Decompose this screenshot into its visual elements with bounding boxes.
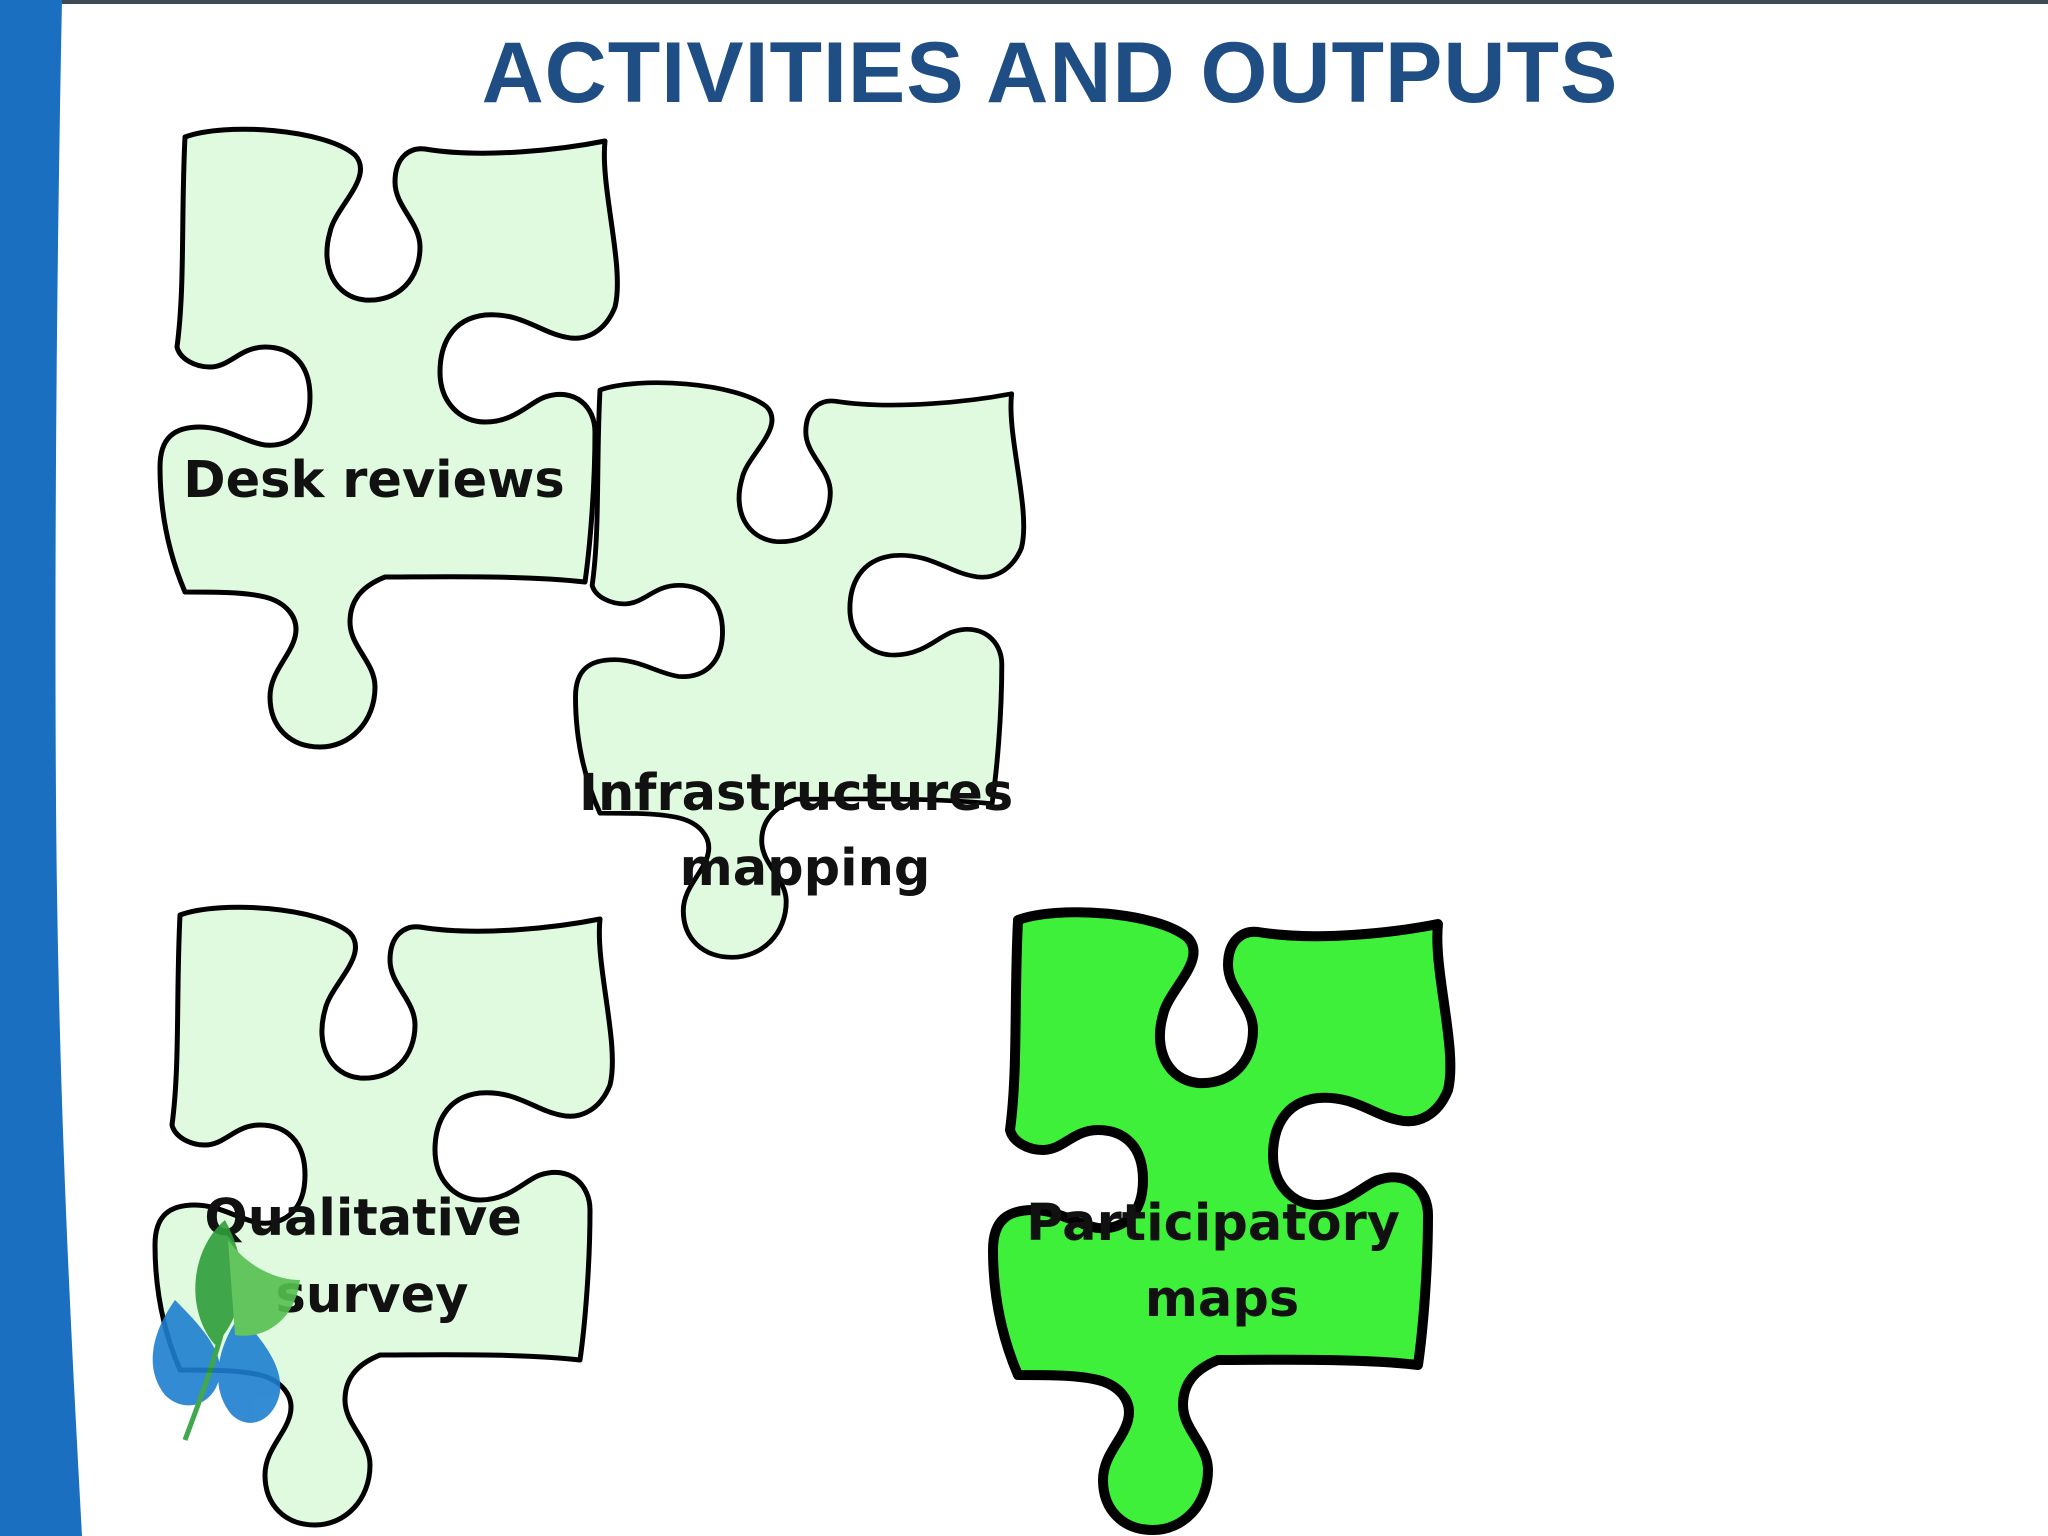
piece-infrastructures-mapping: Infrastructures mapping <box>576 383 1032 958</box>
piece-qualitative-survey: Qualitative survey <box>155 907 612 1525</box>
piece-label-line: Infrastructures <box>579 764 1013 823</box>
slide-title: ACTIVITIES AND OUTPUTS <box>481 25 1619 121</box>
svg-text:Participatory maps: Participatory maps <box>1026 1194 1418 1329</box>
water-drop-leaf-icon <box>152 1220 300 1441</box>
piece-label-line: Qualitative <box>204 1189 522 1248</box>
piece-label-line: Participatory <box>1026 1194 1400 1253</box>
piece-label-line: maps <box>1145 1270 1299 1329</box>
piece-label-line: survey <box>276 1266 469 1325</box>
top-rule <box>0 0 2048 4</box>
piece-label-line: Desk reviews <box>183 451 564 510</box>
piece-label-line: mapping <box>680 839 931 898</box>
piece-participatory-maps: Participatory maps <box>993 912 1450 1530</box>
svg-text:Desk reviews: Desk reviews <box>183 451 564 510</box>
piece-desk-reviews: Desk reviews <box>160 129 617 747</box>
svg-text:Infrastructures mapping: Infrastructures mapping <box>579 764 1031 898</box>
svg-text:Qualitative survey: Qualitative survey <box>204 1189 539 1325</box>
left-blue-band <box>0 0 82 1536</box>
